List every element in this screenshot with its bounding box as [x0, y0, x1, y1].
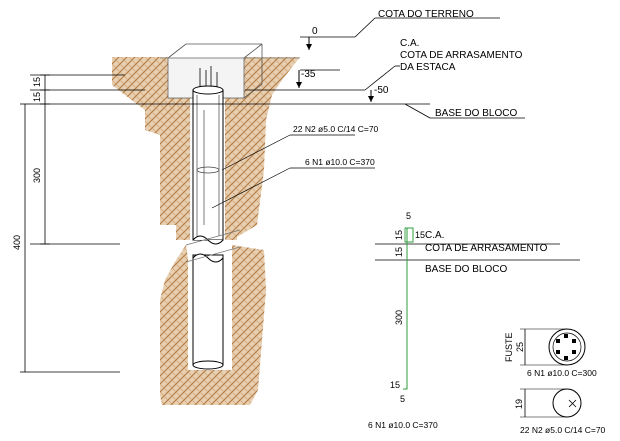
soil-right-upper: [230, 57, 300, 240]
detail-bottom-15: 15: [390, 380, 400, 390]
bar-detail: [375, 227, 580, 390]
section-bar-5: [556, 350, 560, 354]
detail-ca: C.A.: [425, 230, 444, 241]
section-bar-4: [564, 356, 568, 360]
detail-left-15a: 15: [394, 230, 404, 240]
bar-callout: 6 N1 ø10.0 C=370: [305, 157, 375, 167]
soil-left-lower: [160, 245, 266, 405]
dim-15-bottom: 15: [32, 92, 42, 102]
break-lines: [185, 229, 241, 263]
section-fuste: FUSTE: [504, 332, 514, 362]
detail-bar-caption: 6 N1 ø10.0 C=370: [368, 420, 438, 430]
section-caption: 6 N1 ø10.0 C=300: [527, 368, 597, 378]
level-minus-50: -50: [374, 85, 389, 96]
level-minus-35: -35: [301, 69, 316, 80]
pile-shaft-upper: [192, 85, 224, 245]
section-bar-3: [572, 350, 576, 354]
level-markers: [296, 37, 374, 102]
stirrup-callout: 22 N2 ø5.0 C/14 C=70: [293, 124, 379, 134]
section-bar-6: [556, 339, 560, 343]
soil-left-upper: [112, 57, 186, 240]
green-bar: [403, 227, 414, 390]
stirrup-detail: [520, 388, 582, 418]
detail-top-15: 15: [415, 230, 425, 240]
detail-bottom-hook: 5: [400, 394, 405, 404]
section-bar-1: [564, 334, 568, 338]
soil-left-core: [176, 98, 190, 240]
detail-top-hook: 5: [406, 211, 411, 221]
section-dim-25: 25: [515, 342, 525, 352]
label-da-estaca: DA ESTACA: [400, 62, 456, 73]
detail-cota-arrasamento: COTA DE ARRASAMENTO: [425, 243, 548, 254]
label-cota-arrasamento: COTA DE ARRASAMENTO: [400, 50, 523, 61]
dim-15-top: 15: [32, 77, 42, 87]
left-dimensions: [20, 74, 50, 373]
level-lines: [30, 17, 525, 373]
detail-left-300: 300: [394, 310, 404, 325]
label-base-bloco: BASE DO BLOCO: [435, 108, 517, 119]
section-detail: [520, 328, 586, 366]
pile-shaft-lower: [192, 253, 224, 370]
callout-leaders: [211, 134, 375, 209]
soil-right-core: [225, 98, 237, 240]
section-bar-2: [572, 339, 576, 343]
dim-300: 300: [32, 168, 42, 183]
label-ca: C.A.: [400, 38, 419, 49]
label-cota-terreno: COTA DO TERRENO: [378, 9, 474, 20]
stirrup-dim-19: 19: [514, 399, 524, 409]
stirrup-caption: 22 N2 ø5.0 C/14 C=70: [520, 425, 606, 435]
soil-mass: [112, 57, 300, 405]
level-0: 0: [312, 26, 318, 37]
detail-base-bloco: BASE DO BLOCO: [425, 264, 507, 275]
dim-400: 400: [12, 235, 22, 250]
detail-left-15b: 15: [394, 247, 404, 257]
